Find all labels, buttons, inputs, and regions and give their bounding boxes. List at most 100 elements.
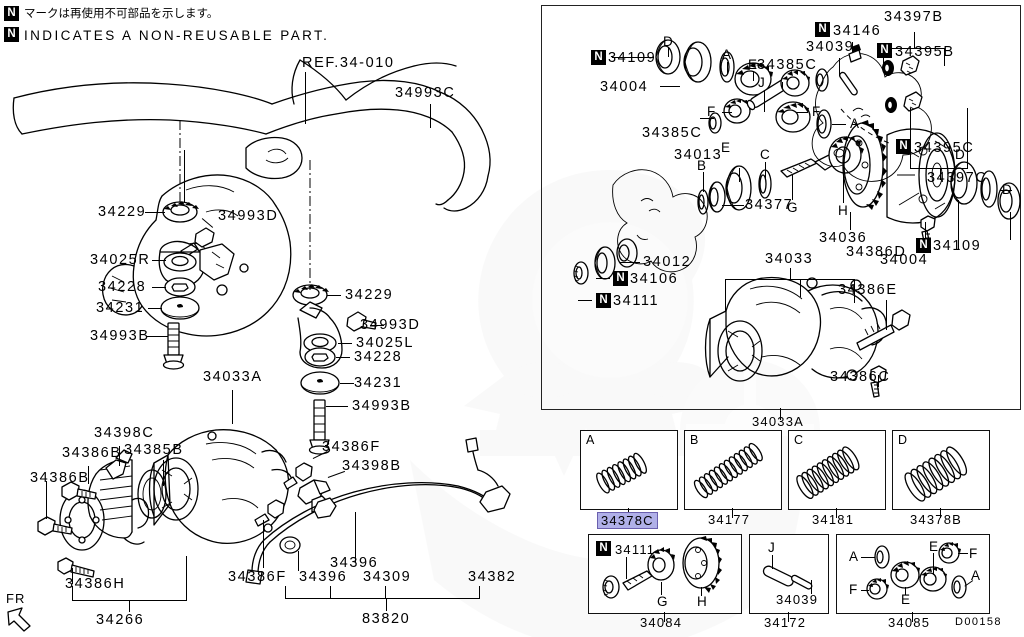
leader-34386b-low	[46, 481, 48, 519]
spring-icon-C	[796, 446, 860, 499]
detail-box-34085: A F E E F A	[836, 534, 990, 614]
leader-34033a	[232, 390, 234, 424]
part-number-34378B: 34378B	[910, 512, 963, 527]
label-r-34109b: 34109	[933, 238, 982, 254]
part-number-34177: 34177	[708, 512, 751, 527]
callout-B-1: B	[697, 158, 707, 173]
detail-tag-B: B	[690, 433, 699, 447]
leader-34172	[788, 612, 790, 622]
bracket-83820-stem	[386, 598, 388, 611]
spring-icon-A	[596, 452, 647, 494]
label-34993B-right: 34993B	[352, 398, 412, 414]
label-r-34146: 34146	[833, 23, 882, 39]
leader-ref	[305, 72, 307, 124]
bracket-34266-l	[72, 586, 74, 601]
label-r-34004a: 34004	[600, 79, 649, 95]
label-34228-left: 34228	[98, 279, 147, 295]
leader-r-34109b	[1010, 212, 1012, 240]
label-r-34386D: 34386D	[846, 244, 907, 260]
leader-r-34385Cl	[700, 118, 714, 120]
callout-D-3: D	[955, 147, 965, 162]
label-34386F-bot: 34386F	[228, 569, 287, 585]
callout-box-J: J	[768, 540, 775, 555]
label-34033A-left: 34033A	[203, 369, 263, 385]
nonreusable-marker-jp: N	[4, 6, 19, 21]
bracket-34033A-stem	[780, 408, 782, 420]
callout-kit-E-bot: E	[901, 592, 911, 607]
bracket-34397C	[910, 168, 968, 170]
legend-note-jp: マークは再使用不可部品を示します。	[24, 6, 219, 20]
leader-34229-l-v	[184, 150, 186, 202]
label-r-34395B: 34395B	[895, 44, 955, 60]
leader-r-H	[843, 175, 845, 203]
nmark-34395C: N	[896, 139, 911, 154]
leader-r-34386E	[886, 300, 888, 330]
label-34386B-top: 34386B	[62, 445, 122, 461]
leader-kit-E-top	[933, 553, 935, 575]
bracket-34397B-s	[914, 32, 916, 49]
fr-marker-text: FR	[6, 591, 26, 606]
bracket-34033-c	[854, 279, 856, 303]
leader-r-34036	[850, 212, 852, 230]
label-box-34039: 34039	[776, 592, 819, 607]
leader-34385b	[163, 460, 165, 486]
leader-34993b-r	[326, 406, 348, 408]
leader-34386h	[72, 568, 74, 584]
label-34386F-top: 34386F	[322, 439, 381, 455]
callout-kit-A-right: A	[971, 568, 981, 583]
detail-box-34172: J 34039	[749, 534, 829, 614]
leader-kit-F-left	[861, 590, 869, 592]
label-r-34033: 34033	[765, 251, 814, 267]
label-34398C: 34398C	[94, 425, 155, 441]
label-34386B-low: 34386B	[30, 470, 90, 486]
label-34309: 34309	[363, 569, 412, 585]
leader-r-34039	[839, 58, 841, 76]
bracket-83820-b	[330, 586, 332, 599]
label-34231-right: 34231	[354, 375, 403, 391]
label-box-34111: 34111	[615, 542, 656, 557]
part-number-34378C[interactable]: 34378C	[597, 512, 658, 529]
label-r-34039: 34039	[806, 39, 855, 55]
leader-r-34106	[596, 278, 610, 280]
leader-r-34004a	[660, 86, 680, 88]
detail-box-A: A	[580, 430, 678, 510]
detail-tag-C: C	[794, 433, 804, 447]
leader-r-34377	[722, 205, 744, 207]
leader-34993c	[430, 104, 432, 128]
label-34385B: 34385B	[124, 442, 184, 458]
leader-34386b-top	[88, 466, 90, 484]
leader-r-34012	[620, 262, 640, 264]
leader-r-34033	[790, 268, 792, 280]
leader-r-34386D	[925, 222, 927, 244]
leader-box-H	[701, 587, 703, 596]
callout-kit-F-right: F	[969, 546, 978, 561]
leader-r-J	[764, 90, 766, 112]
leader-r-B	[703, 172, 705, 192]
detail-box-34084: N 34111 G H	[588, 534, 742, 614]
leader-34386f-bot	[263, 520, 265, 568]
label-r-34395C: 34395C	[914, 140, 975, 156]
leader-34231-r	[340, 383, 354, 385]
label-34396-bot: 34396	[299, 569, 348, 585]
callout-A-2: A	[850, 116, 860, 131]
label-ref-34-010: REF.34-010	[302, 55, 395, 71]
detail-box-B: B	[684, 430, 782, 510]
leader-34228-l	[152, 287, 166, 289]
label-83820: 83820	[362, 611, 411, 627]
callout-F-2: F	[812, 104, 821, 119]
label-r-34013: 34013	[674, 147, 723, 163]
nmark-34395B: N	[877, 43, 892, 58]
callout-box-G: G	[657, 594, 668, 609]
leader-34228-r	[336, 357, 350, 359]
label-r-34111: 34111	[613, 293, 660, 309]
label-34993D-right: 34993D	[360, 317, 421, 333]
label-r-34377: 34377	[745, 197, 794, 213]
callout-box-H: H	[697, 594, 707, 609]
leader-34993d-r	[370, 325, 384, 327]
callout-J-1: J	[758, 75, 765, 90]
leader-r-F-right	[796, 112, 808, 114]
callout-A-1: A	[722, 47, 732, 62]
label-34025L: 34025L	[356, 335, 414, 351]
part-number-34181: 34181	[812, 512, 855, 527]
